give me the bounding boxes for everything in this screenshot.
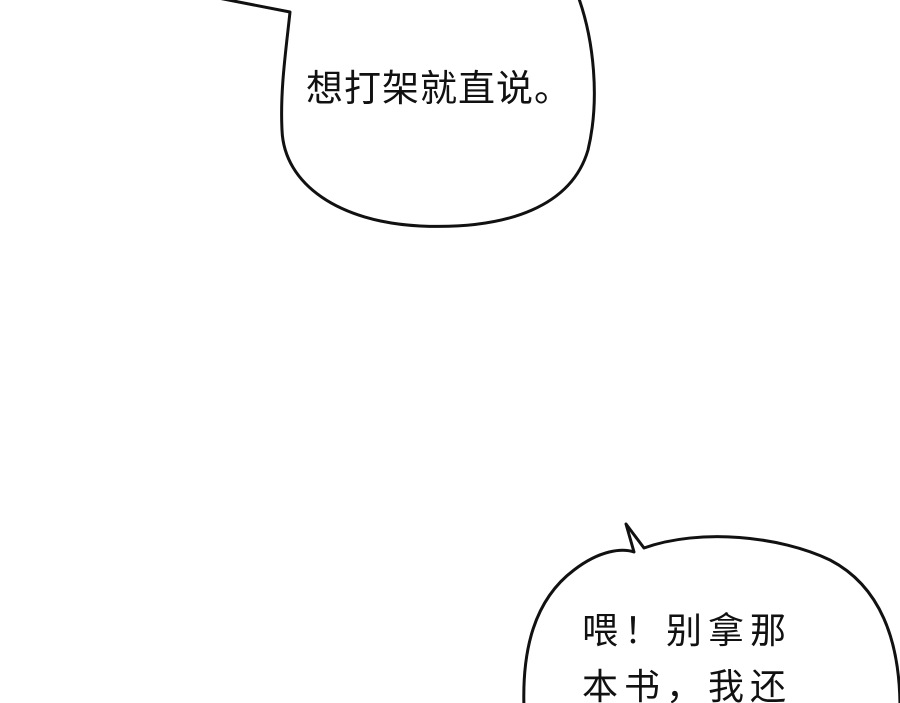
speech-text-top: 想打架就直说。 [306,67,572,110]
speech-text-bottom-line-1: 喂！别拿那 [582,611,793,652]
speech-bubble-bottom [522,522,900,703]
speech-text-bottom-line-2: 本书，我还 [582,667,793,703]
speech-bubble-top [220,0,596,228]
